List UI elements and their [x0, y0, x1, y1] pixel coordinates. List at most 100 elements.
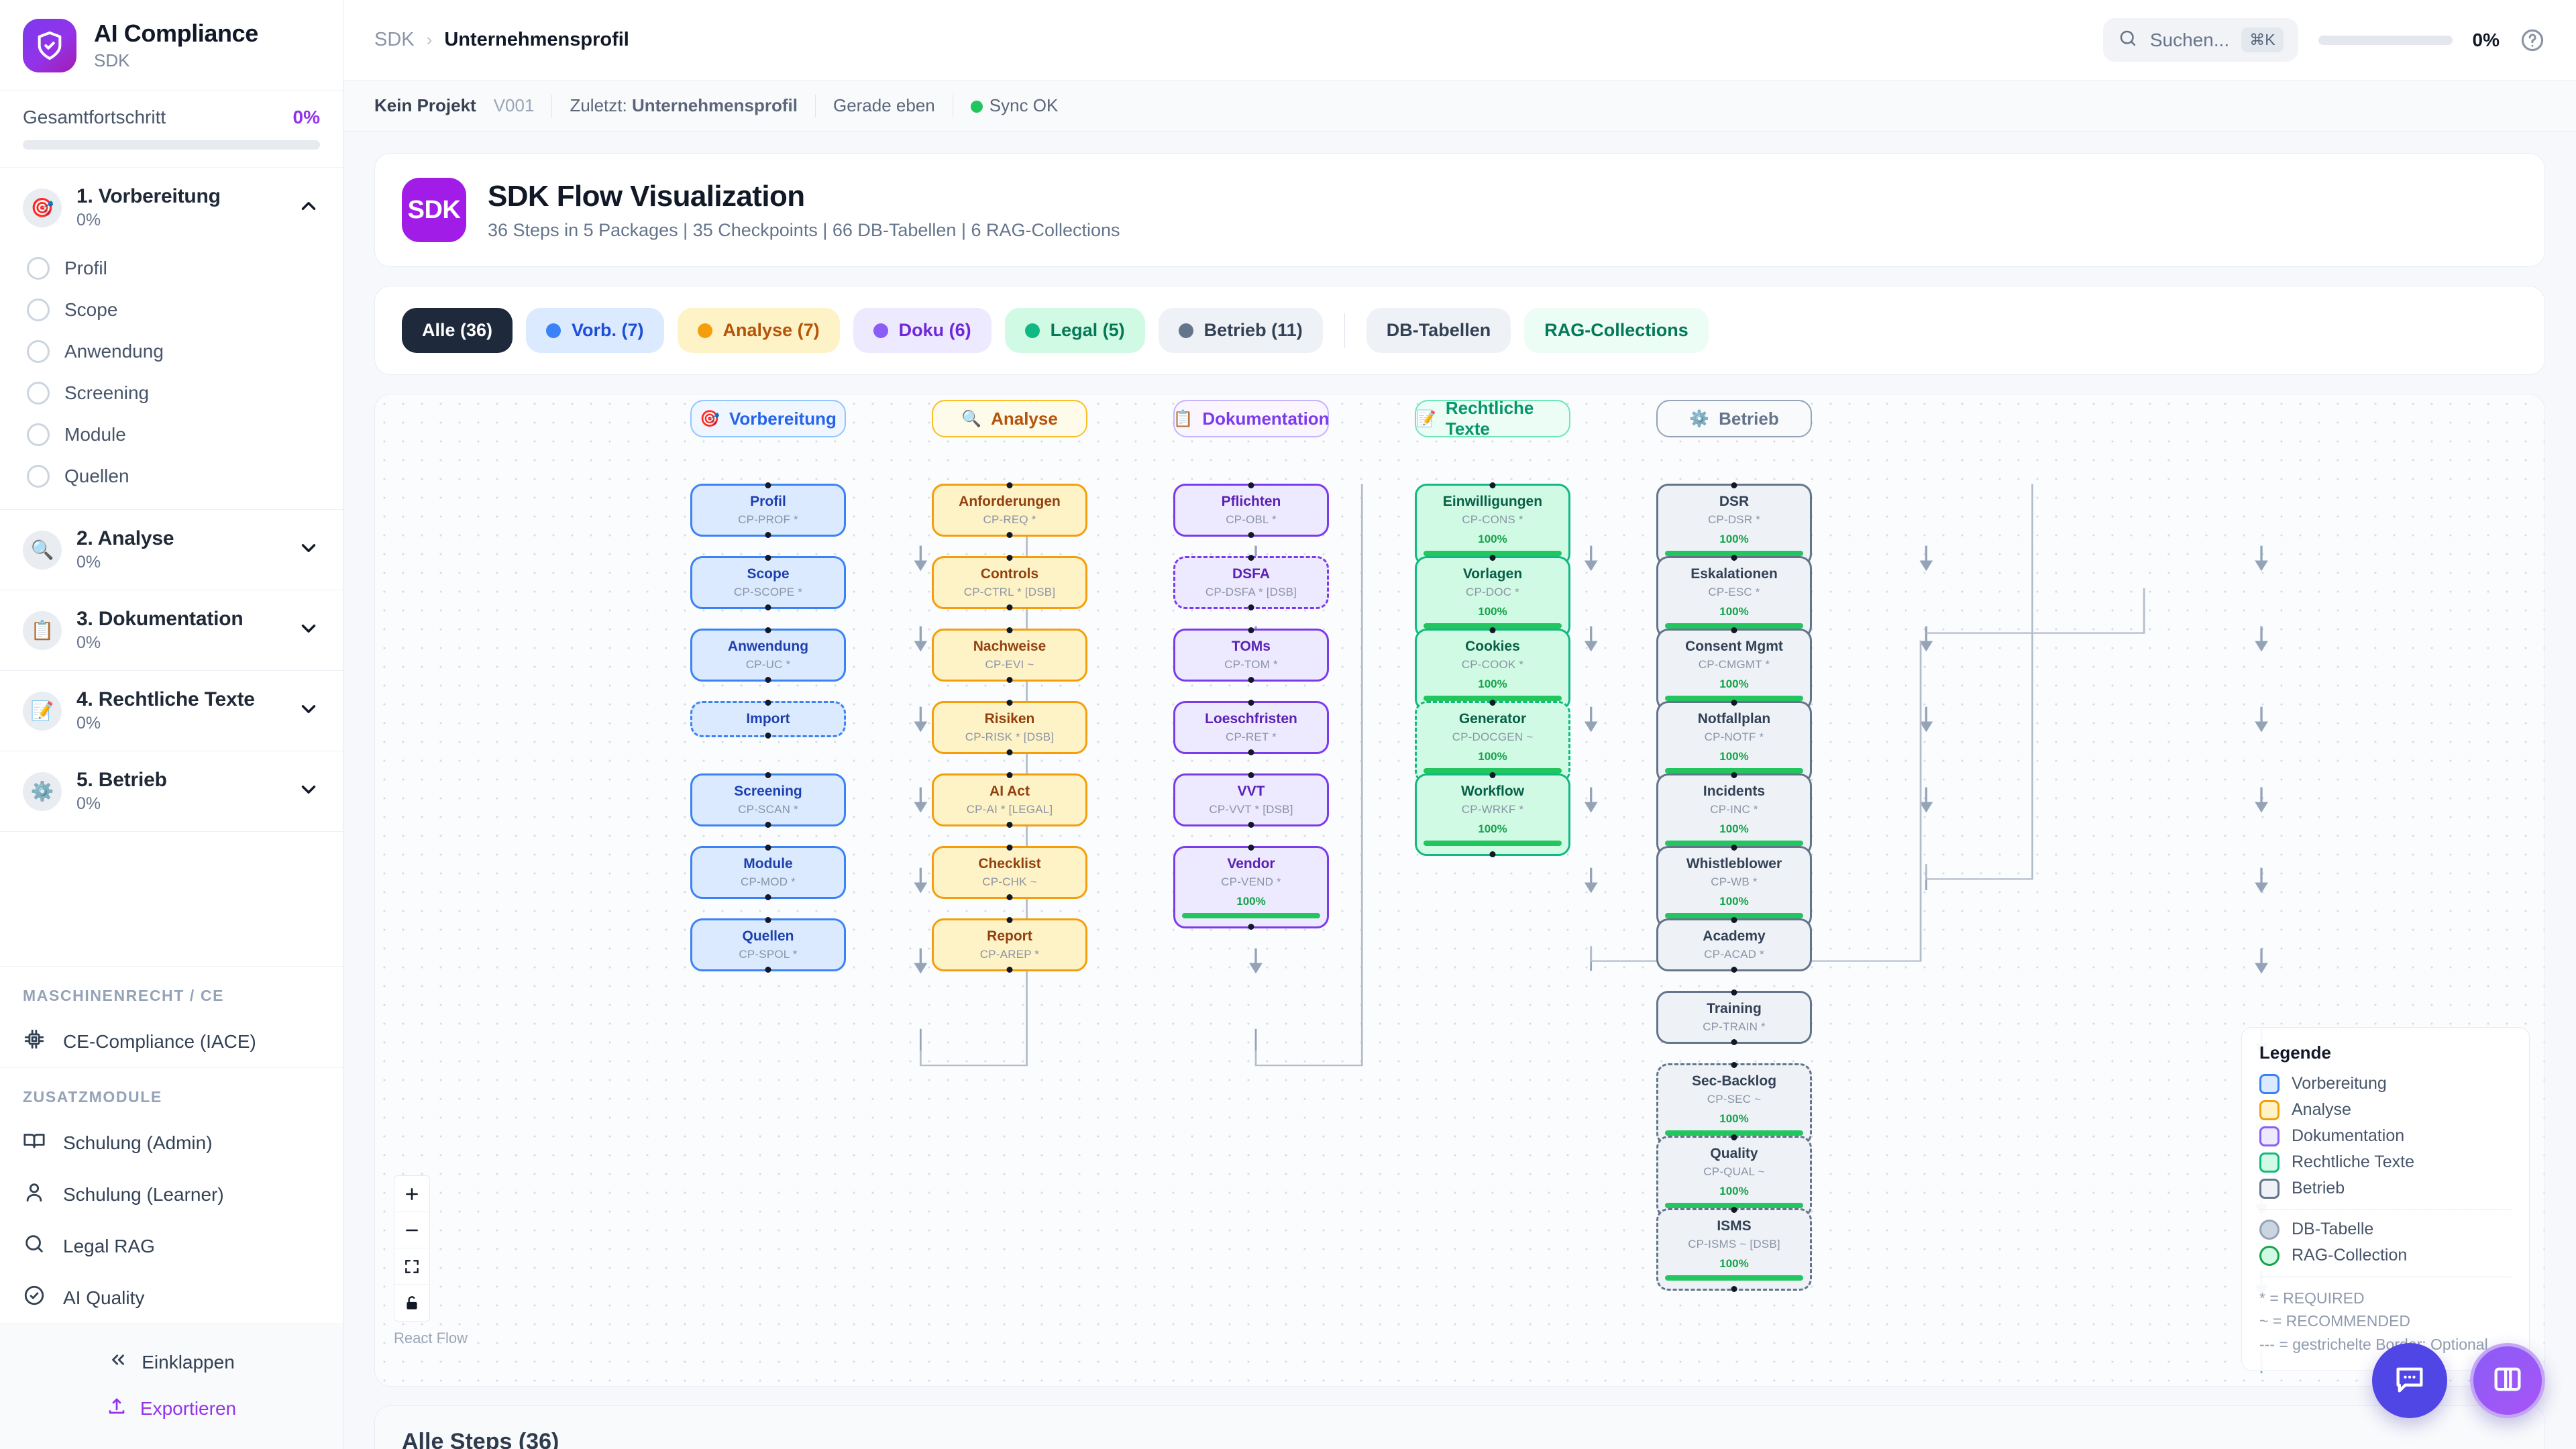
node-handle-bottom[interactable]	[1248, 749, 1254, 756]
node-handle-bottom[interactable]	[1006, 822, 1013, 828]
node-handle-top[interactable]	[765, 555, 771, 561]
node-handle-top[interactable]	[1489, 482, 1496, 488]
sidebar-item-anwendung[interactable]: Anwendung	[0, 331, 343, 372]
node-handle-top[interactable]	[1731, 1207, 1737, 1213]
node-handle-bottom[interactable]	[1248, 604, 1254, 611]
node-handle-bottom[interactable]	[1006, 967, 1013, 973]
flow-node-anforderungen[interactable]: Anforderungen CP-REQ *	[932, 482, 1087, 539]
node-handle-bottom[interactable]	[1006, 604, 1013, 611]
phase-header-2[interactable]: 🔍 2. Analyse 0%	[0, 510, 343, 590]
flow-node-einwilligungen[interactable]: Einwilligungen CP-CONS * 100%	[1415, 482, 1570, 568]
node-handle-top[interactable]	[1489, 700, 1496, 706]
flow-node-training[interactable]: Training CP-TRAIN *	[1656, 989, 1812, 1046]
flow-canvas[interactable]: 🎯 Vorbereitung 🔍 Analyse 📋 Dokumentation…	[374, 394, 2545, 1387]
node-handle-top[interactable]	[765, 627, 771, 633]
phase-header-1[interactable]: 🎯 1. Vorbereitung 0%	[0, 168, 343, 248]
node-handle-bottom[interactable]	[1248, 822, 1254, 828]
flow-node-vorlagen[interactable]: Vorlagen CP-DOC * 100%	[1415, 555, 1570, 641]
node-handle-top[interactable]	[1731, 1062, 1737, 1068]
step-radio-icon[interactable]	[27, 423, 50, 446]
node-handle-top[interactable]	[1248, 555, 1254, 561]
node-handle-top[interactable]	[1248, 627, 1254, 633]
sidebar-item-scope[interactable]: Scope	[0, 289, 343, 331]
node-handle-top[interactable]	[1006, 555, 1013, 561]
flow-node-profil[interactable]: Profil CP-PROF *	[690, 482, 846, 539]
node-handle-bottom[interactable]	[1489, 851, 1496, 858]
node-handle-top[interactable]	[1731, 772, 1737, 778]
step-radio-icon[interactable]	[27, 382, 50, 405]
sidebar-item-ce-compliance[interactable]: CE-Compliance (IACE)	[0, 1016, 343, 1067]
filter-chip-analyse[interactable]: Analyse (7)	[677, 308, 840, 353]
flow-node-incidents[interactable]: Incidents CP-INC * 100%	[1656, 772, 1812, 858]
flow-node-dsfa[interactable]: DSFA CP-DSFA * [DSB]	[1173, 555, 1329, 611]
zoom-in-button[interactable]	[394, 1176, 429, 1212]
step-radio-icon[interactable]	[27, 465, 50, 488]
step-radio-icon[interactable]	[27, 257, 50, 280]
node-handle-bottom[interactable]	[1731, 1039, 1737, 1046]
lock-open-button[interactable]	[394, 1285, 429, 1321]
node-handle-top[interactable]	[1731, 1134, 1737, 1140]
sidebar-item-schulung-learner[interactable]: Schulung (Learner)	[0, 1169, 343, 1220]
node-handle-bottom[interactable]	[1731, 967, 1737, 973]
flow-node-notfallplan[interactable]: Notfallplan CP-NOTF * 100%	[1656, 700, 1812, 786]
flow-node-scope[interactable]: Scope CP-SCOPE *	[690, 555, 846, 611]
flow-node-vvt[interactable]: VVT CP-VVT * [DSB]	[1173, 772, 1329, 828]
node-handle-top[interactable]	[1006, 482, 1013, 488]
sidebar-item-legal-rag[interactable]: Legal RAG	[0, 1220, 343, 1272]
flow-node-vendor[interactable]: Vendor CP-VEND * 100%	[1173, 845, 1329, 930]
node-handle-bottom[interactable]	[1006, 677, 1013, 684]
node-handle-top[interactable]	[1248, 772, 1254, 778]
chevron-down-icon[interactable]	[297, 698, 320, 724]
node-handle-top[interactable]	[1731, 555, 1737, 561]
chevron-down-icon[interactable]	[297, 778, 320, 804]
flow-node-checklist[interactable]: Checklist CP-CHK ~	[932, 845, 1087, 901]
node-handle-top[interactable]	[1248, 482, 1254, 488]
breadcrumb-item-sdk[interactable]: SDK	[374, 29, 415, 50]
node-handle-bottom[interactable]	[1248, 677, 1254, 684]
sidebar-item-module[interactable]: Module	[0, 414, 343, 455]
filter-chip-betrieb[interactable]: Betrieb (11)	[1158, 308, 1323, 353]
flow-node-workflow[interactable]: Workflow CP-WRKF * 100%	[1415, 772, 1570, 858]
flow-node-screening[interactable]: Screening CP-SCAN *	[690, 772, 846, 828]
search-input[interactable]: Suchen... ⌘K	[2102, 18, 2298, 62]
flow-node-controls[interactable]: Controls CP-CTRL * [DSB]	[932, 555, 1087, 611]
flow-node-eskalationen[interactable]: Eskalationen CP-ESC * 100%	[1656, 555, 1812, 641]
node-handle-top[interactable]	[1731, 482, 1737, 488]
flow-node-anwendung[interactable]: Anwendung CP-UC *	[690, 627, 846, 684]
node-handle-top[interactable]	[765, 917, 771, 923]
panel-fab[interactable]	[2470, 1343, 2545, 1418]
node-handle-top[interactable]	[1731, 627, 1737, 633]
node-handle-top[interactable]	[1248, 845, 1254, 851]
flow-node-isms[interactable]: ISMS CP-ISMS ~ [DSB] 100%	[1656, 1207, 1812, 1293]
filter-chip-rag-collections[interactable]: RAG-Collections	[1524, 308, 1709, 353]
chevron-down-icon[interactable]	[297, 537, 320, 563]
flow-node-module[interactable]: Module CP-MOD *	[690, 845, 846, 901]
node-handle-top[interactable]	[1489, 555, 1496, 561]
step-radio-icon[interactable]	[27, 299, 50, 321]
chat-fab[interactable]	[2372, 1343, 2447, 1418]
sidebar-item-profil[interactable]: Profil	[0, 248, 343, 289]
node-handle-bottom[interactable]	[1731, 1286, 1737, 1293]
phase-header-4[interactable]: 📝 4. Rechtliche Texte 0%	[0, 671, 343, 751]
filter-chip-doku[interactable]: Doku (6)	[853, 308, 991, 353]
flow-node-sec-backlog[interactable]: Sec-Backlog CP-SEC ~ 100%	[1656, 1062, 1812, 1148]
step-radio-icon[interactable]	[27, 340, 50, 363]
sidebar-item-screening[interactable]: Screening	[0, 372, 343, 414]
sidebar-brand[interactable]: AI Compliance SDK	[0, 0, 343, 91]
flow-node-quality[interactable]: Quality CP-QUAL ~ 100%	[1656, 1134, 1812, 1220]
collapse-sidebar-button[interactable]: Einklappen	[0, 1339, 343, 1385]
node-handle-bottom[interactable]	[765, 604, 771, 611]
node-handle-bottom[interactable]	[765, 967, 771, 973]
flow-node-loeschfristen[interactable]: Loeschfristen CP-RET *	[1173, 700, 1329, 756]
node-handle-top[interactable]	[1731, 845, 1737, 851]
filter-chip-legal[interactable]: Legal (5)	[1004, 308, 1145, 353]
flow-node-quellen[interactable]: Quellen CP-SPOL *	[690, 917, 846, 973]
node-handle-bottom[interactable]	[1006, 894, 1013, 901]
node-handle-top[interactable]	[1006, 700, 1013, 706]
node-handle-top[interactable]	[1731, 989, 1737, 996]
node-handle-bottom[interactable]	[1248, 924, 1254, 930]
zoom-out-button[interactable]	[394, 1212, 429, 1248]
chevron-down-icon[interactable]	[297, 617, 320, 643]
flow-node-dsr[interactable]: DSR CP-DSR * 100%	[1656, 482, 1812, 568]
node-handle-top[interactable]	[1006, 917, 1013, 923]
